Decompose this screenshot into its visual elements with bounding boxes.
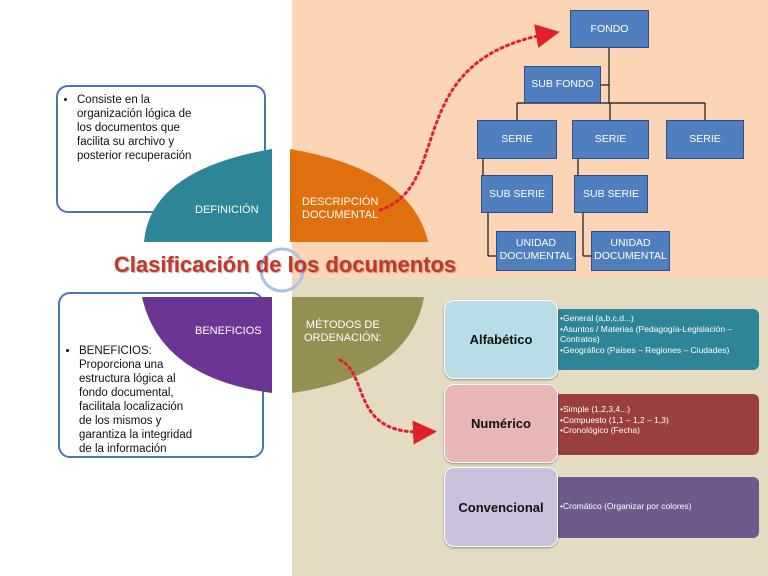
- org-fondo: FONDO: [570, 10, 649, 48]
- method-key-numerico: Numérico: [444, 384, 558, 463]
- metodos-label-line2: ORDENACIÓN:: [304, 332, 382, 344]
- definicion-quadrant: [144, 149, 272, 242]
- method-key-convencional: Convencional: [444, 467, 558, 547]
- descripcion-label-line2: DOCUMENTAL: [302, 209, 379, 221]
- method-numerico-item: •Cronológico (Fecha): [560, 425, 640, 435]
- org-serie-3: SERIE: [666, 120, 744, 159]
- org-unidad-2-line2: DOCUMENTAL: [594, 250, 667, 262]
- org-sub-serie-1: SUB SERIE: [481, 175, 553, 213]
- org-sub-fondo: SUB FONDO: [524, 66, 601, 103]
- method-detail-convencional: •Cromático (Organizar por colores): [554, 477, 759, 538]
- method-numerico-item: •Simple (1,2,3,4...): [560, 404, 631, 414]
- diagram-title: Clasificación de los documentos: [113, 252, 457, 277]
- metodos-quadrant: [292, 297, 424, 393]
- org-unidad-2: UNIDAD DOCUMENTAL: [591, 231, 670, 271]
- org-sub-serie-2: SUB SERIE: [574, 175, 648, 213]
- benefits-note-text: BENEFICIOS: Proporciona una estructura l…: [79, 344, 196, 456]
- method-alfabetico-item: •Geográfico (Países – Regiones – Ciudade…: [560, 344, 730, 355]
- metodos-label: MÉTODOS DE ORDENACIÓN:: [304, 319, 382, 345]
- method-detail-alfabetico: •General (a,b,c,d...) •Asuntos / Materia…: [554, 309, 759, 370]
- org-serie-1: SERIE: [477, 120, 557, 159]
- method-key-alfabetico: Alfabético: [444, 300, 558, 379]
- org-serie-2: SERIE: [572, 120, 649, 159]
- method-alfabetico-item: •Asuntos / Materias (Pedagogía-Legislaci…: [560, 323, 733, 345]
- method-alfabetico-item: •General (a,b,c,d...): [560, 313, 634, 323]
- center-ring: [259, 247, 305, 293]
- beneficios-quadrant: [142, 297, 272, 393]
- method-detail-numerico: •Simple (1,2,3,4...) •Compuesto (1,1 – 1…: [554, 394, 759, 455]
- arrow-to-methods: [338, 358, 437, 445]
- arrow-to-fondo: [378, 24, 560, 212]
- metodos-label-line1: MÉTODOS DE: [305, 319, 380, 331]
- org-unidad-2-line1: UNIDAD: [610, 237, 651, 249]
- beneficios-label: BENEFICIOS: [195, 325, 262, 337]
- definition-note-text: Consiste en la organización lógica de lo…: [77, 93, 194, 163]
- method-convencional-item: •Cromático (Organizar por colores): [560, 501, 692, 511]
- org-unidad-1-line1: UNIDAD: [515, 237, 557, 249]
- descripcion-quadrant: [290, 149, 428, 242]
- descripcion-label: DESCRIPCIÓN DOCUMENTAL: [302, 196, 378, 222]
- descripcion-label-line1: DESCRIPCIÓN: [302, 196, 379, 208]
- org-unidad-1: UNIDAD DOCUMENTAL: [496, 231, 576, 271]
- definicion-label: DEFINICIÓN: [195, 204, 259, 216]
- org-unidad-1-line2: DOCUMENTAL: [499, 250, 573, 262]
- method-numerico-item: •Compuesto (1,1 – 1,2 – 1,3): [560, 414, 669, 425]
